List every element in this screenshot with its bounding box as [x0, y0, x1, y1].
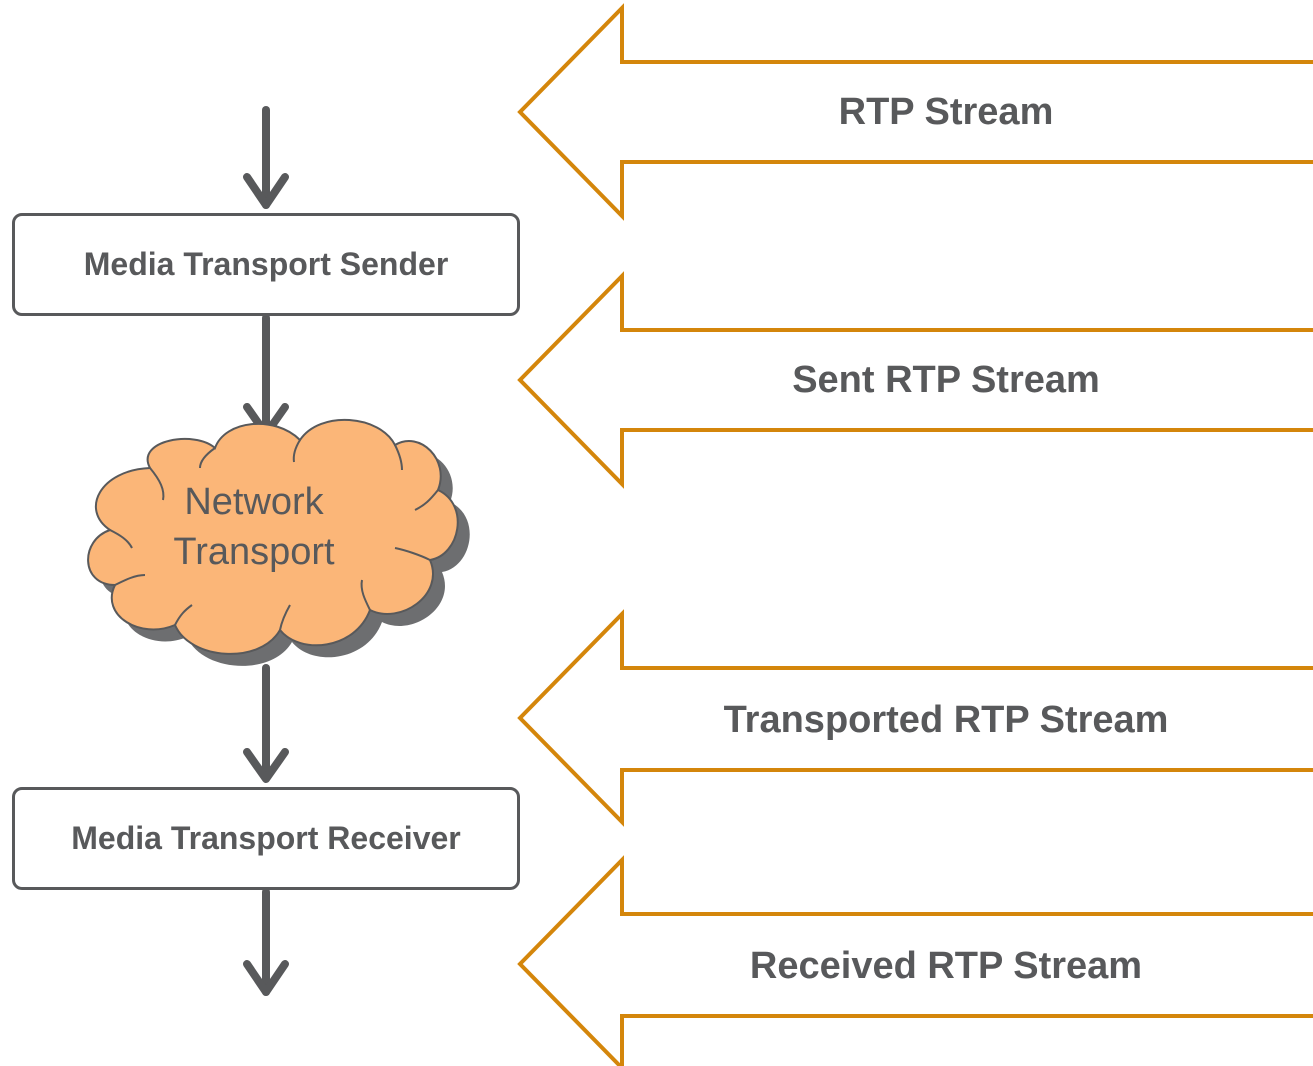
sent-rtp-stream-label: Sent RTP Stream: [792, 359, 1100, 401]
media-transport-receiver-box: Media Transport Receiver: [12, 787, 520, 890]
flow-arrows: [243, 106, 289, 996]
rtp-stream-label: RTP Stream: [838, 91, 1054, 133]
received-rtp-stream-label: Received RTP Stream: [749, 945, 1143, 987]
network-label-line2: Transport: [173, 531, 335, 573]
media-transport-sender-box: Media Transport Sender: [12, 213, 520, 316]
received-rtp-stream-arrow: [517, 855, 1313, 1066]
network-transport-label: Network Transport: [154, 477, 354, 577]
transported-rtp-stream-arrow: [517, 609, 1313, 827]
input-arrowhead-icon: [243, 173, 289, 209]
sender-label: Media Transport Sender: [83, 246, 449, 282]
network-cloud-icon: [87, 419, 470, 666]
network-label-line1: Network: [184, 481, 324, 523]
transported-rtp-stream-label: Transported RTP Stream: [723, 699, 1169, 741]
rtp-stream-arrow: [517, 3, 1313, 221]
cloud-inner-curves: [109, 439, 439, 631]
stream-arrows: [517, 3, 1313, 1066]
network-arrowhead-icon: [243, 748, 289, 783]
output-arrowhead-icon: [243, 960, 289, 996]
sent-rtp-stream-arrow: [517, 271, 1313, 489]
receiver-label: Media Transport Receiver: [71, 820, 461, 856]
cloud-body: [87, 419, 459, 655]
